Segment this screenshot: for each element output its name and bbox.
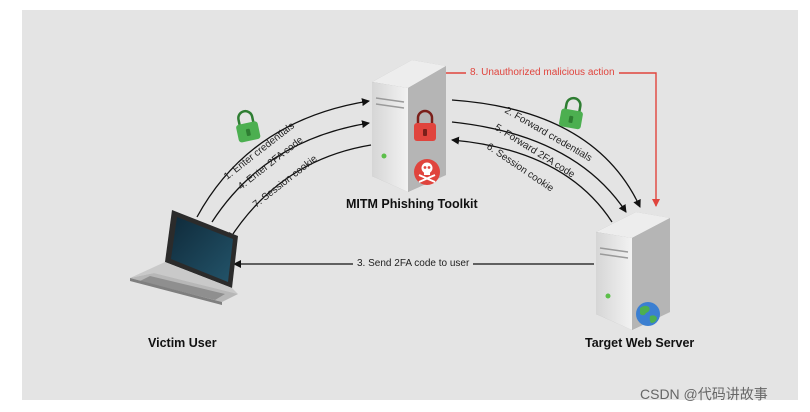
- globe-icon: [636, 302, 660, 326]
- edge-label-7: 7. Session cookie: [251, 153, 320, 210]
- edge-5-forward-2fa-code: [451, 121, 627, 213]
- edge-6-session-cookie: [451, 136, 613, 223]
- watermark: CSDN @代码讲故事: [640, 386, 768, 402]
- target-server-icon: [596, 212, 670, 330]
- red-lock-icon: [414, 109, 436, 141]
- edge-label-3: 3. Send 2FA code to user: [353, 258, 474, 269]
- skull-crossbones-icon: [414, 159, 440, 185]
- edge-2-forward-credentials: [451, 99, 641, 208]
- green-lock-icon-right: [559, 96, 583, 130]
- node-label-mitm: MITM Phishing Toolkit: [346, 197, 478, 211]
- edge-1-enter-credentials: [196, 98, 370, 218]
- laptop-icon: [130, 210, 238, 305]
- edge-label-8: 8. Unauthorized malicious action: [466, 67, 619, 78]
- green-lock-icon-left: [236, 109, 261, 143]
- edge-label-6: 6. Session cookie: [484, 141, 555, 194]
- edge-7-session-cookie: [228, 144, 372, 241]
- node-label-server: Target Web Server: [585, 336, 695, 350]
- node-label-victim: Victim User: [148, 336, 217, 350]
- mitm-server-icon: [372, 60, 446, 192]
- edge-4-enter-2fa-code: [211, 120, 370, 223]
